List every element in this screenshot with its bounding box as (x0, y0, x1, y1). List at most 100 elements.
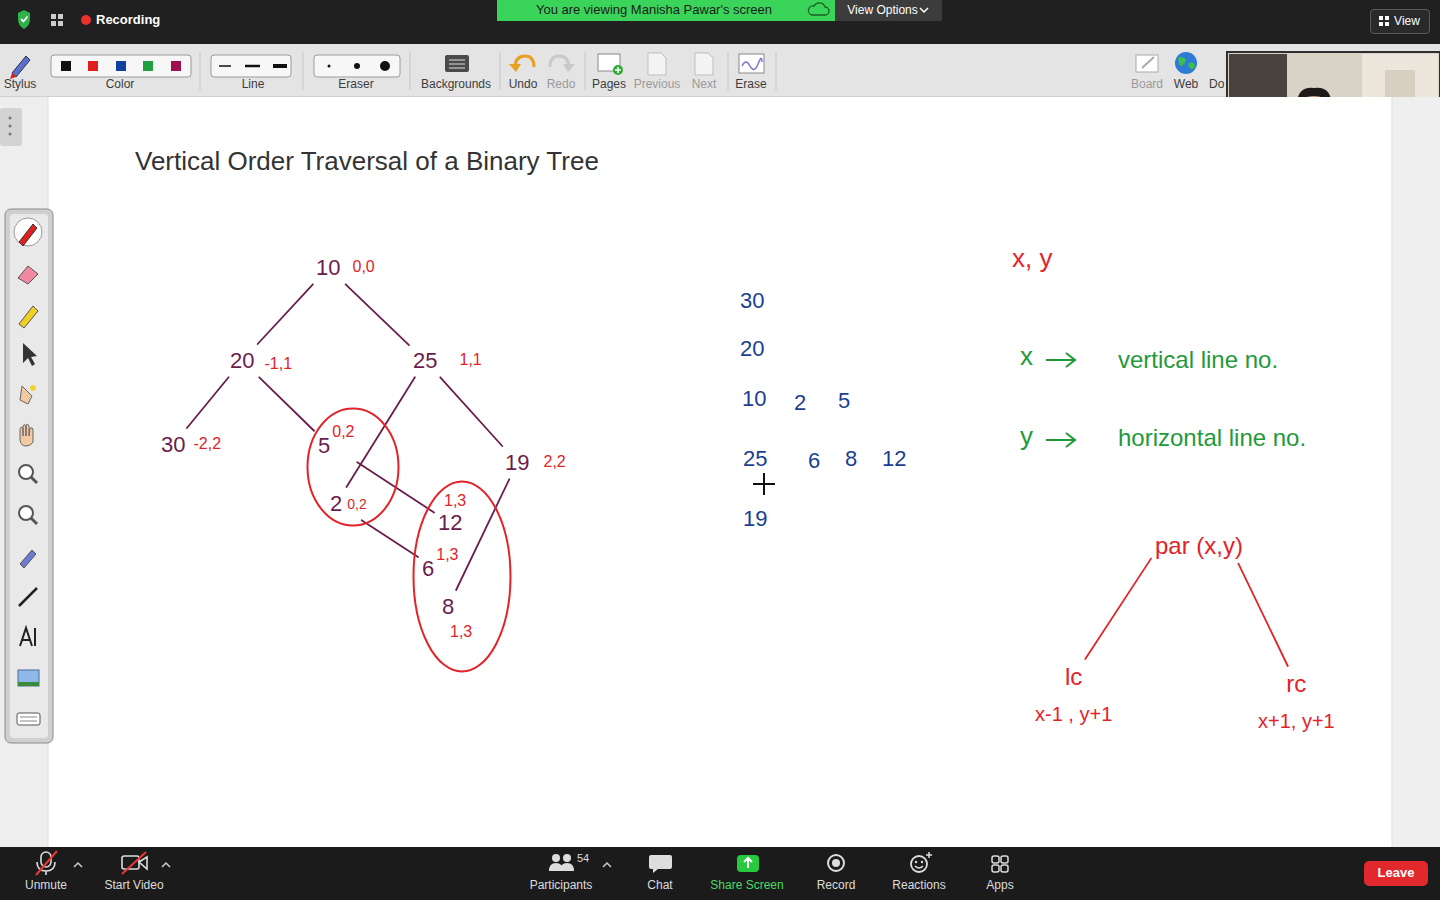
redo-icon (563, 64, 575, 72)
bottom-bar (0, 847, 1440, 900)
undo-icon (509, 64, 521, 72)
toolbar (0, 44, 1440, 97)
palette-icon (19, 224, 37, 246)
grid-icon (58, 21, 63, 26)
output-number: 10 (742, 386, 766, 411)
leave-button: Leave (1364, 861, 1428, 886)
coordinate-label: 1,3 (450, 623, 472, 641)
undo-icon (509, 56, 534, 72)
eraser-sizes (380, 61, 390, 71)
eraser-sizes (328, 65, 331, 68)
control-label: Apps (986, 879, 1013, 893)
control-label: Start Video (104, 879, 163, 893)
reactions-icon (921, 861, 923, 863)
output-number: 20 (740, 336, 764, 361)
node-value: 20 (230, 348, 254, 373)
node-value: 6 (422, 546, 434, 581)
coordinate-label: -2,2 (193, 435, 221, 453)
group-circle-outline (308, 409, 399, 526)
web-icon (1178, 57, 1195, 69)
cursor-cross (753, 473, 775, 495)
toolbar (0, 44, 1440, 97)
erase-icon (739, 54, 764, 73)
security-shield (21, 17, 28, 22)
camera-icon (139, 857, 147, 869)
share-icon (744, 858, 752, 868)
tree-edge (347, 377, 415, 487)
recording-dot (81, 15, 91, 25)
backgrounds-icon (449, 68, 465, 69)
participants-icon (549, 863, 574, 871)
tool-label: Do (1209, 78, 1224, 92)
apps-icon (1001, 856, 1008, 863)
control-label: Chat (647, 879, 672, 893)
tool-label: Backgrounds (421, 78, 491, 92)
record-icon (832, 859, 840, 867)
participants-icon (549, 854, 574, 871)
button-text: View (1394, 15, 1420, 29)
color-swatches (51, 55, 191, 77)
menu-caret (162, 863, 170, 867)
node-value: 5 (318, 423, 330, 458)
backgrounds-icon (445, 55, 469, 72)
backgrounds-icon (449, 64, 465, 65)
line-widths (273, 64, 287, 68)
tool-palette (10, 214, 48, 738)
output-number: 8 (845, 446, 857, 471)
coordinate-label: 0,0 (352, 258, 374, 276)
button-text: Leave (1378, 866, 1415, 881)
palette-icon (31, 477, 37, 483)
view-button-ground (1385, 22, 1389, 26)
group-ellipse: 121,361,381,3 (412, 480, 512, 673)
tool-label: Previous (634, 78, 681, 92)
tool-palette (5, 209, 53, 743)
tree-node: 100,0 (316, 255, 375, 280)
apps-icon (1001, 865, 1008, 872)
side-tab (0, 108, 22, 146)
tool-label: Undo (509, 78, 538, 92)
participant-count: 54 (577, 852, 589, 865)
coordinate-label: 1,1 (459, 351, 481, 369)
view-button-ground (1379, 22, 1383, 26)
handwritten-arrow (1046, 353, 1075, 367)
board-icon (1136, 55, 1158, 72)
web-icon (1175, 52, 1197, 74)
status-label: Recording (96, 13, 160, 28)
board-margin (1392, 97, 1440, 847)
erase-icon (742, 58, 762, 69)
erase-icon (739, 54, 764, 73)
menu-caret (603, 863, 611, 867)
control-label: Reactions (892, 879, 945, 893)
node-value: 12 (438, 510, 462, 535)
web-icon (1175, 52, 1197, 74)
annotation: horizontal line no. (1118, 424, 1306, 452)
tree-node: 50,2 (318, 423, 355, 458)
toolbar-separator (200, 52, 201, 90)
toolbar-separator (728, 52, 729, 90)
view-button-ground (1370, 9, 1430, 34)
palette-icon (19, 465, 33, 479)
page-title: Vertical Order Traversal of a Binary Tre… (135, 146, 599, 177)
security-shield (18, 10, 30, 29)
coordinate-label: 2,2 (543, 453, 565, 471)
grid-icon (51, 14, 63, 26)
banner-ground (808, 3, 829, 15)
palette-icon (19, 506, 33, 520)
tree-edge (258, 284, 313, 344)
coordinate-rule: x-1 , y+1 (1035, 703, 1112, 726)
coordinate-label: 0,2 (332, 423, 354, 441)
parent-node: par (x,y) (1155, 532, 1243, 560)
output-number: 2 (794, 390, 806, 415)
color-swatches (116, 61, 126, 71)
tool-label: Web (1174, 78, 1198, 92)
control-label: Share Screen (710, 879, 783, 893)
coordinate-label: -1,1 (264, 355, 292, 373)
previous-icon (648, 53, 666, 75)
tree-edge (259, 377, 314, 430)
handwritten-arrow (1046, 353, 1075, 447)
grid-icon (51, 14, 56, 19)
node-value: 2 (330, 491, 342, 516)
view-button-ground (1379, 16, 1383, 20)
palette-icon (20, 550, 36, 568)
